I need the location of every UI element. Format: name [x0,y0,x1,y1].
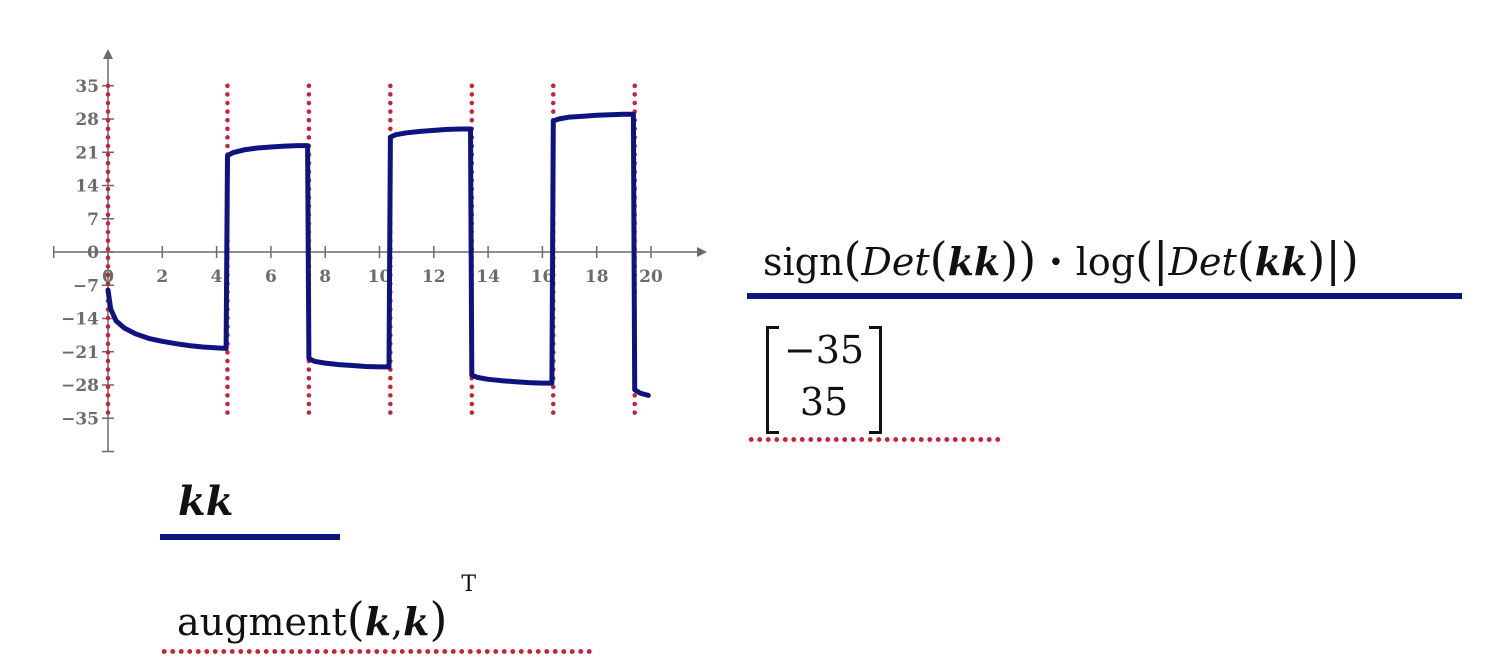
x-tick-label: 8 [319,267,331,287]
bracket-left [766,326,779,434]
y-tick-label: 35 [75,77,99,97]
x-tick-label: 12 [422,267,446,287]
dot-operator: • [1048,248,1064,278]
x-tick-label: 16 [531,267,555,287]
result-dotted-underline [747,436,1001,443]
x-tick-label: 4 [211,267,223,287]
paren-open: ( [1236,232,1255,286]
y-tick-label: −21 [61,343,99,363]
y-tick-label: 0 [87,243,99,263]
expression-underline [747,293,1462,299]
k-var: k [364,599,392,644]
paren-open: ( [1135,232,1154,286]
paren-open: ( [843,232,862,286]
abs-bar: | [1325,232,1341,286]
x-tick-label: 2 [156,267,168,287]
kk-underline [160,534,340,540]
sign-func: sign [763,240,844,284]
det-func: Det [1168,240,1237,284]
kk-expression[interactable]: kk [178,478,234,525]
result-cell: 35 [799,380,849,424]
y-tick-label: 14 [75,177,99,197]
y-tick-label: −14 [61,310,99,330]
determinant-expression[interactable]: sign(Det(kk)) • log(|Det(kk)|) [763,232,1359,286]
augment-func: augment [177,600,347,644]
result-vector[interactable]: −35 35 [766,326,882,434]
x-tick-label: 14 [476,267,500,287]
kk-var: kk [1254,239,1308,284]
x-tick-label: 10 [368,267,392,287]
paren-close: ) [1340,232,1359,286]
x-tick-label: 18 [585,267,609,287]
y-tick-label: −35 [61,409,99,429]
chart-series [105,111,651,398]
x-tick-label: 6 [265,267,277,287]
kk-var: kk [947,239,1001,284]
abs-bar: | [1153,232,1169,286]
x-tick-label: 20 [639,267,663,287]
transpose-superscript: T [461,572,477,598]
augment-dotted-underline [160,648,594,655]
y-tick-label: 7 [87,210,99,230]
x-tick-label: 0 [102,267,114,287]
y-tick-label: 28 [75,110,99,130]
result-cell: −35 [783,328,865,372]
paren-open: ( [929,232,948,286]
paren-close: ) [1000,232,1019,286]
paren-open: ( [346,592,365,646]
series-line [105,111,651,398]
y-tick-label: −7 [73,276,99,296]
log-func: log [1075,240,1136,284]
k-var: k [403,599,430,644]
paren-close: ) [429,592,448,646]
det-func: Det [861,240,930,284]
augment-expression[interactable]: augment(k,k)T [177,572,476,646]
comma: , [391,600,404,644]
bracket-right [869,326,882,434]
y-tick-label: 21 [75,143,99,163]
paren-close: ) [1018,232,1037,286]
y-tick-label: −28 [61,376,99,396]
paren-close: ) [1307,232,1326,286]
